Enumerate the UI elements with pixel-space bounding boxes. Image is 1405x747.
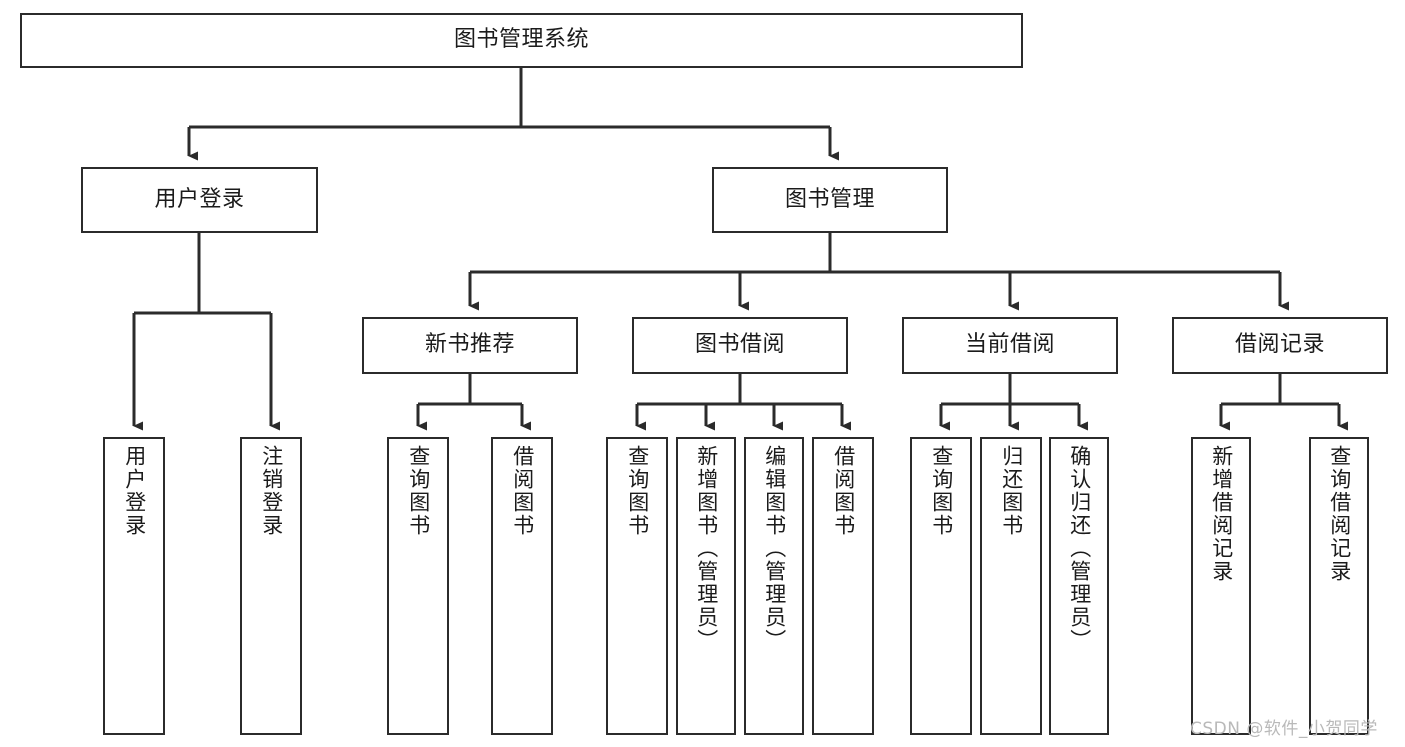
node-book-manage-label: 图书管理: [784, 186, 875, 212]
node-leaf-query-book-3[interactable]: 查询图书: [910, 437, 972, 735]
node-leaf-query-book-3-label: 查询图书: [929, 445, 954, 537]
node-leaf-query-record-label: 查询借阅记录: [1327, 445, 1352, 583]
node-leaf-add-record[interactable]: 新增借阅记录: [1191, 437, 1251, 735]
node-leaf-query-book-2-label: 查询图书: [625, 445, 650, 537]
node-root[interactable]: 图书管理系统: [20, 13, 1023, 68]
node-leaf-borrow-book-1[interactable]: 借阅图书: [491, 437, 553, 735]
node-book-manage[interactable]: 图书管理: [712, 167, 948, 233]
node-leaf-add-book[interactable]: 新增图书（管理员）: [676, 437, 736, 735]
node-leaf-confirm-return-label: 确认归还（管理员）: [1067, 445, 1092, 652]
node-leaf-query-book-1[interactable]: 查询图书: [387, 437, 449, 735]
node-book-borrow-label: 图书借阅: [694, 332, 785, 358]
node-current-borrow-label: 当前借阅: [964, 332, 1055, 358]
node-root-label: 图书管理系统: [453, 27, 589, 53]
node-book-borrow[interactable]: 图书借阅: [632, 317, 848, 374]
node-leaf-user-login-label: 用户登录: [122, 445, 147, 537]
node-leaf-return-book-label: 归还图书: [999, 445, 1024, 537]
node-new-book-recommend-label: 新书推荐: [424, 332, 515, 358]
node-leaf-borrow-book-2-label: 借阅图书: [831, 445, 856, 537]
node-user-login-label: 用户登录: [154, 186, 245, 212]
node-leaf-borrow-book-2[interactable]: 借阅图书: [812, 437, 874, 735]
node-leaf-add-record-label: 新增借阅记录: [1209, 445, 1234, 583]
node-leaf-logout[interactable]: 注销登录: [240, 437, 302, 735]
node-leaf-logout-label: 注销登录: [259, 445, 284, 537]
node-leaf-query-book-2[interactable]: 查询图书: [606, 437, 668, 735]
node-borrow-record-label: 借阅记录: [1234, 332, 1325, 358]
node-leaf-query-record[interactable]: 查询借阅记录: [1309, 437, 1369, 735]
node-user-login[interactable]: 用户登录: [81, 167, 318, 233]
node-new-book-recommend[interactable]: 新书推荐: [362, 317, 578, 374]
node-leaf-borrow-book-1-label: 借阅图书: [510, 445, 535, 537]
node-leaf-confirm-return[interactable]: 确认归还（管理员）: [1049, 437, 1109, 735]
watermark-text: CSDN @软件_小贺同学: [1190, 719, 1378, 739]
node-leaf-add-book-label: 新增图书（管理员）: [694, 445, 719, 652]
node-leaf-query-book-1-label: 查询图书: [406, 445, 431, 537]
node-borrow-record[interactable]: 借阅记录: [1172, 317, 1388, 374]
node-leaf-edit-book[interactable]: 编辑图书（管理员）: [744, 437, 804, 735]
node-leaf-user-login[interactable]: 用户登录: [103, 437, 165, 735]
node-current-borrow[interactable]: 当前借阅: [902, 317, 1118, 374]
node-leaf-edit-book-label: 编辑图书（管理员）: [762, 445, 787, 652]
node-leaf-return-book[interactable]: 归还图书: [980, 437, 1042, 735]
